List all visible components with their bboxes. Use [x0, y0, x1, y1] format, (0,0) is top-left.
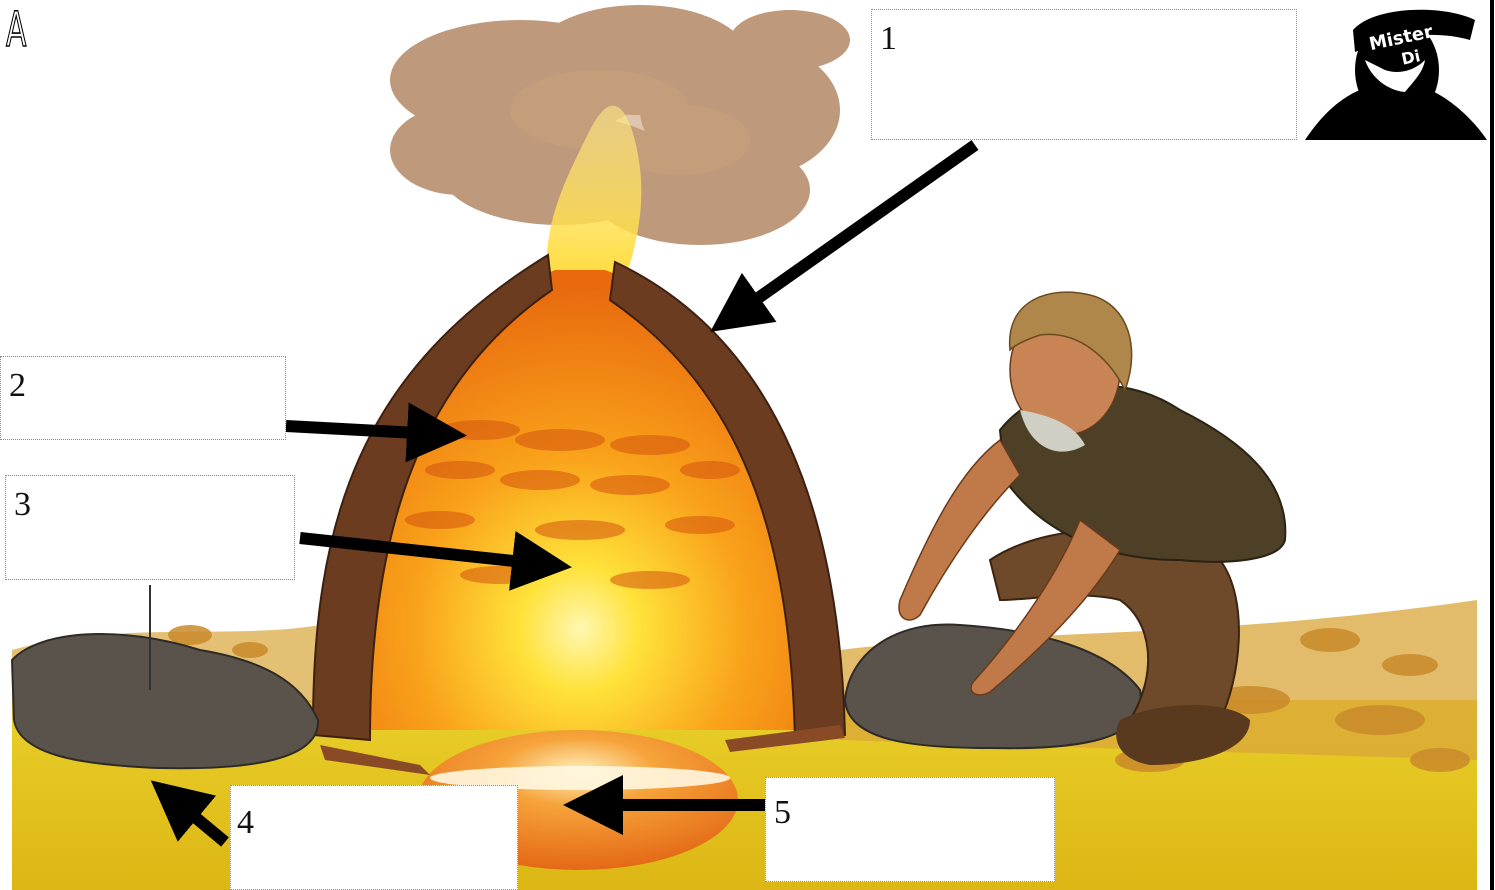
label-box-4[interactable]: 4 [230, 785, 518, 890]
page-letter: A [6, 6, 26, 54]
label-number-5: 5 [774, 796, 791, 830]
label-number-2: 2 [9, 369, 26, 403]
mister-di-logo: Mister Di [1305, 0, 1487, 140]
label-number-1: 1 [880, 22, 897, 56]
svg-text:Di: Di [1400, 46, 1422, 68]
page-border [1490, 0, 1494, 890]
label-box-2[interactable]: 2 [0, 356, 286, 440]
label-box-5[interactable]: 5 [765, 777, 1055, 882]
label-number-3: 3 [14, 488, 31, 522]
furnace-fire [360, 270, 800, 730]
label-box-1[interactable]: 1 [871, 9, 1297, 140]
label-box-3[interactable]: 3 [5, 475, 295, 580]
label-number-4: 4 [237, 806, 254, 840]
